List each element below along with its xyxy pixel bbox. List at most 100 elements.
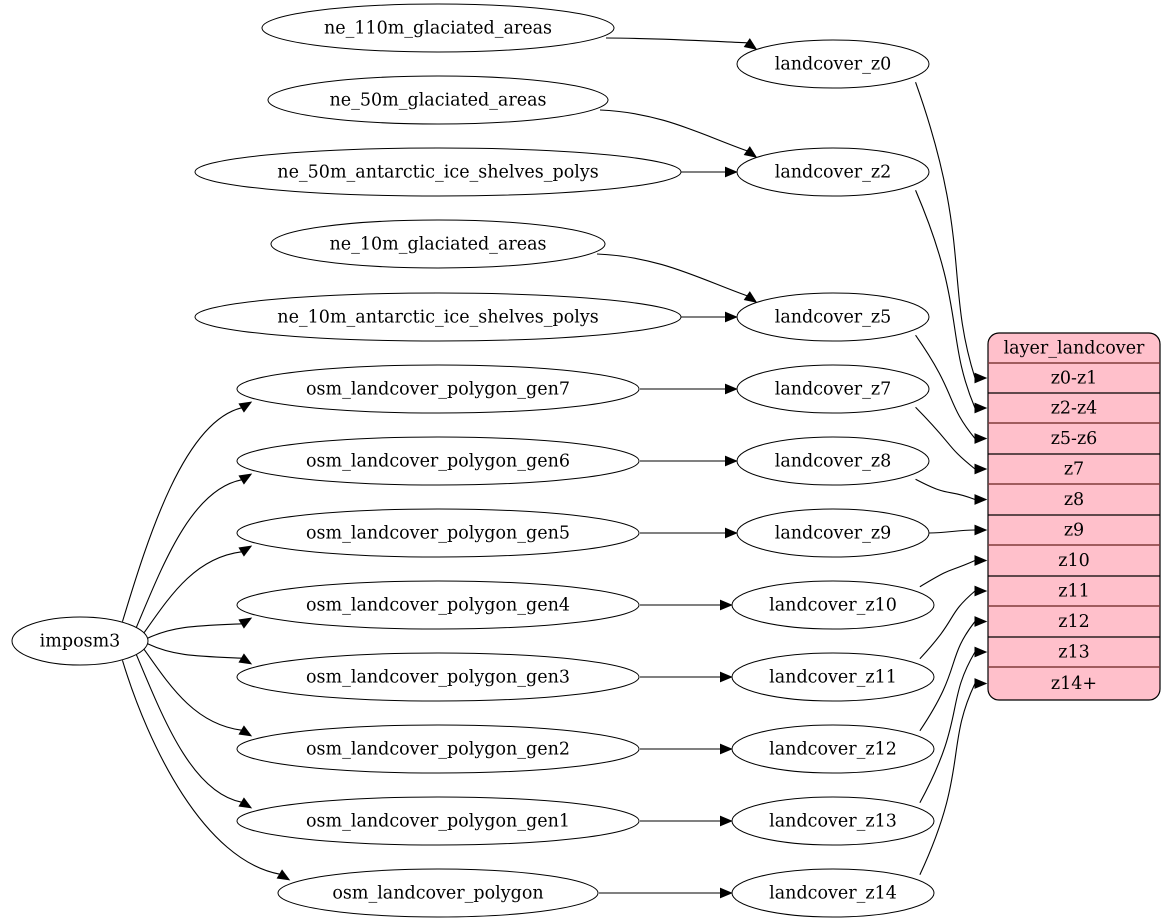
arrow-head — [238, 401, 253, 413]
record-row-z14+[interactable]: z14+ — [988, 666, 1160, 694]
node-landcover_z14[interactable]: landcover_z14 — [731, 868, 935, 918]
record-row-z5-z6[interactable]: z5-z6 — [988, 422, 1160, 449]
node-shape — [736, 364, 930, 414]
arrow-head — [238, 725, 253, 737]
node-osm_landcover_polygon_gen6[interactable]: osm_landcover_polygon_gen6 — [236, 436, 640, 486]
node-shape — [736, 436, 930, 486]
edge-path — [143, 551, 242, 634]
node-label: osm_landcover_polygon_gen7 — [306, 380, 570, 400]
edge-landcover_z9-to-layer_landcover-z9 — [928, 524, 988, 536]
edge-path — [121, 407, 242, 622]
edge-landcover_z10-to-layer_landcover-z10 — [919, 555, 988, 588]
node-shape — [277, 868, 599, 918]
edge-path — [605, 37, 748, 44]
node-shape — [11, 616, 149, 666]
edge-path — [919, 621, 976, 732]
arrow-head — [238, 473, 253, 485]
node-ne_110m_glaciated_areas[interactable]: ne_110m_glaciated_areas — [261, 3, 615, 53]
arrow-head — [974, 555, 988, 566]
edge-path — [928, 529, 976, 534]
node-label: osm_landcover_polygon — [332, 884, 543, 904]
edge-path — [121, 660, 280, 875]
record-row-z9[interactable]: z9 — [988, 514, 1160, 541]
edge-ne_50m_antarctic_ice_shelves_polys-to-landcover_z2 — [680, 166, 738, 178]
node-shape — [194, 147, 682, 197]
record-row-z11[interactable]: z11 — [988, 575, 1160, 602]
record-row-label: z10 — [1058, 551, 1090, 571]
node-osm_landcover_polygon_gen4[interactable]: osm_landcover_polygon_gen4 — [236, 580, 640, 630]
node-label: landcover_z9 — [775, 524, 892, 544]
record-table-layer: layer_landcover z0-z1 z2-z4 z5-z6 z7 z8 z9 z10 z… — [987, 332, 1161, 701]
record-row-z7[interactable]: z7 — [988, 453, 1160, 480]
arrow-head — [720, 815, 733, 827]
edge-imposm3-to-osm_landcover_polygon — [121, 660, 291, 881]
arrow-head — [974, 372, 988, 384]
node-landcover_z5[interactable]: landcover_z5 — [736, 292, 930, 342]
node-shape — [236, 364, 640, 414]
record-row-z2-z4[interactable]: z2-z4 — [988, 392, 1160, 419]
edge-path — [915, 190, 976, 409]
node-landcover_z13[interactable]: landcover_z13 — [731, 796, 935, 846]
node-ne_10m_antarctic_ice_shelves_polys[interactable]: ne_10m_antarctic_ice_shelves_polys — [194, 292, 682, 342]
node-landcover_z12[interactable]: landcover_z12 — [731, 724, 935, 774]
record-row-z10[interactable]: z10 — [988, 544, 1160, 571]
arrow-head — [725, 455, 738, 467]
node-label: landcover_z13 — [769, 812, 897, 832]
record-row-z8[interactable]: z8 — [988, 483, 1160, 510]
edge-osm_landcover_polygon_gen5-to-landcover_z9 — [640, 527, 738, 539]
node-landcover_z8[interactable]: landcover_z8 — [736, 436, 930, 486]
node-osm_landcover_polygon_gen3[interactable]: osm_landcover_polygon_gen3 — [236, 652, 640, 702]
node-label: osm_landcover_polygon_gen1 — [306, 812, 570, 832]
node-osm_landcover_polygon_gen5[interactable]: osm_landcover_polygon_gen5 — [236, 508, 640, 558]
record-row-label: z5-z6 — [1051, 429, 1098, 449]
node-label: ne_110m_glaciated_areas — [324, 19, 552, 39]
arrow-head — [743, 291, 758, 303]
edge-path — [915, 334, 976, 439]
record-row-label: z11 — [1058, 582, 1090, 602]
record-row-label: z0-z1 — [1051, 369, 1098, 389]
arrow-head — [720, 743, 733, 755]
node-imposm3[interactable]: imposm3 — [11, 616, 149, 666]
arrow-head — [974, 585, 988, 597]
node-shape — [236, 508, 640, 558]
node-shape — [261, 3, 615, 53]
arrow-head — [238, 653, 253, 665]
record-header-label: layer_landcover — [1004, 339, 1145, 359]
node-shape — [236, 652, 640, 702]
node-label: landcover_z7 — [775, 380, 892, 400]
node-shape — [270, 219, 606, 269]
node-shape — [731, 796, 935, 846]
record-row-label: z7 — [1064, 460, 1084, 480]
node-landcover_z2[interactable]: landcover_z2 — [736, 147, 930, 197]
node-shape — [236, 796, 640, 846]
node-ne_50m_glaciated_areas[interactable]: ne_50m_glaciated_areas — [267, 75, 609, 125]
node-landcover_z10[interactable]: landcover_z10 — [731, 580, 935, 630]
edge-path — [919, 559, 976, 588]
record-row-z13[interactable]: z13 — [988, 636, 1160, 663]
record-table-layer-landcover[interactable]: layer_landcover z0-z1 z2-z4 z5-z6 z7 z8 z9 z10 z… — [987, 332, 1161, 701]
node-landcover_z0[interactable]: landcover_z0 — [736, 39, 930, 89]
arrow-head — [974, 678, 988, 689]
node-label: ne_10m_glaciated_areas — [330, 235, 547, 255]
record-row-label: z13 — [1058, 643, 1090, 663]
node-label: osm_landcover_polygon_gen2 — [306, 740, 570, 760]
node-shape — [736, 292, 930, 342]
node-landcover_z11[interactable]: landcover_z11 — [731, 652, 935, 702]
edge-path — [599, 109, 748, 152]
record-row-z12[interactable]: z12 — [988, 605, 1160, 632]
node-landcover_z7[interactable]: landcover_z7 — [736, 364, 930, 414]
node-ne_10m_glaciated_areas[interactable]: ne_10m_glaciated_areas — [270, 219, 606, 269]
edge-imposm3-to-osm_landcover_polygon_gen3 — [147, 643, 253, 665]
node-shape — [236, 580, 640, 630]
edge-path — [135, 654, 242, 803]
record-row-label: z9 — [1064, 521, 1084, 541]
node-osm_landcover_polygon_gen2[interactable]: osm_landcover_polygon_gen2 — [236, 724, 640, 774]
edge-imposm3-to-osm_landcover_polygon_gen4 — [147, 617, 253, 639]
edge-osm_landcover_polygon-to-landcover_z14 — [598, 887, 733, 899]
node-osm_landcover_polygon_gen1[interactable]: osm_landcover_polygon_gen1 — [236, 796, 640, 846]
node-ne_50m_antarctic_ice_shelves_polys[interactable]: ne_50m_antarctic_ice_shelves_polys — [194, 147, 682, 197]
node-osm_landcover_polygon[interactable]: osm_landcover_polygon — [277, 868, 599, 918]
node-osm_landcover_polygon_gen7[interactable]: osm_landcover_polygon_gen7 — [236, 364, 640, 414]
record-row-z0-z1[interactable]: z0-z1 — [988, 362, 1160, 389]
node-landcover_z9[interactable]: landcover_z9 — [736, 508, 930, 558]
